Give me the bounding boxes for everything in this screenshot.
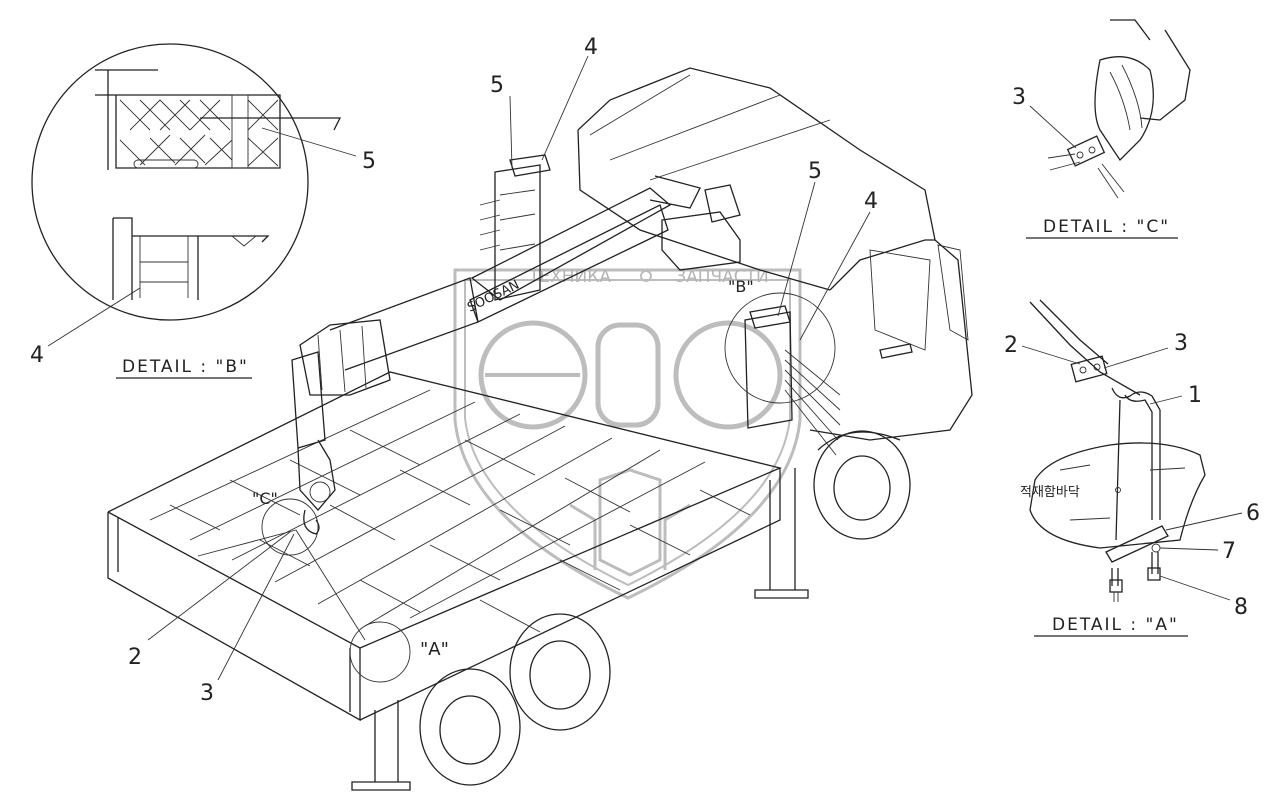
detail-a-view: 2 3 1 6 7 8 적재함바닥	[1004, 299, 1260, 620]
main-callout-2: 2	[128, 645, 142, 670]
detail-b-callout-5: 5	[362, 149, 376, 174]
detail-a-callout-3: 3	[1174, 331, 1188, 356]
marker-a: "A"	[420, 639, 449, 660]
detail-a-callout-2: 2	[1004, 333, 1018, 358]
detail-c-title: DETAIL : "C"	[1043, 217, 1170, 237]
main-callout-4-top: 4	[584, 35, 598, 60]
detail-b-title: DETAIL : "B"	[122, 357, 249, 377]
main-callout-4-right: 4	[864, 189, 878, 214]
main-callout-3: 3	[200, 681, 214, 706]
marker-b: "B"	[728, 277, 754, 296]
watermark-right-text: ЗАПЧАСТИ	[675, 267, 769, 287]
main-callout-5-right: 5	[808, 159, 822, 184]
detail-c-callout-3: 3	[1012, 85, 1026, 110]
detail-a-callout-7: 7	[1222, 539, 1236, 564]
detail-a-callout-6: 6	[1246, 501, 1260, 526]
main-callout-5-top: 5	[490, 73, 504, 98]
detail-b-view: 5 4	[30, 43, 376, 368]
detail-b-callout-4: 4	[30, 343, 44, 368]
watermark: ТЕХНИКА ЗАПЧАСТИ	[453, 267, 802, 600]
truck-main-view: SOOSAN	[107, 67, 973, 791]
detail-a-title: DETAIL : "A"	[1052, 615, 1179, 635]
marker-c: "C"	[252, 489, 278, 508]
detail-a-callout-1: 1	[1188, 383, 1202, 408]
detail-a-floor-note: 적재함바닥	[1020, 485, 1080, 500]
detail-a-callout-8: 8	[1234, 595, 1248, 620]
detail-c-view: 3	[1012, 19, 1191, 199]
